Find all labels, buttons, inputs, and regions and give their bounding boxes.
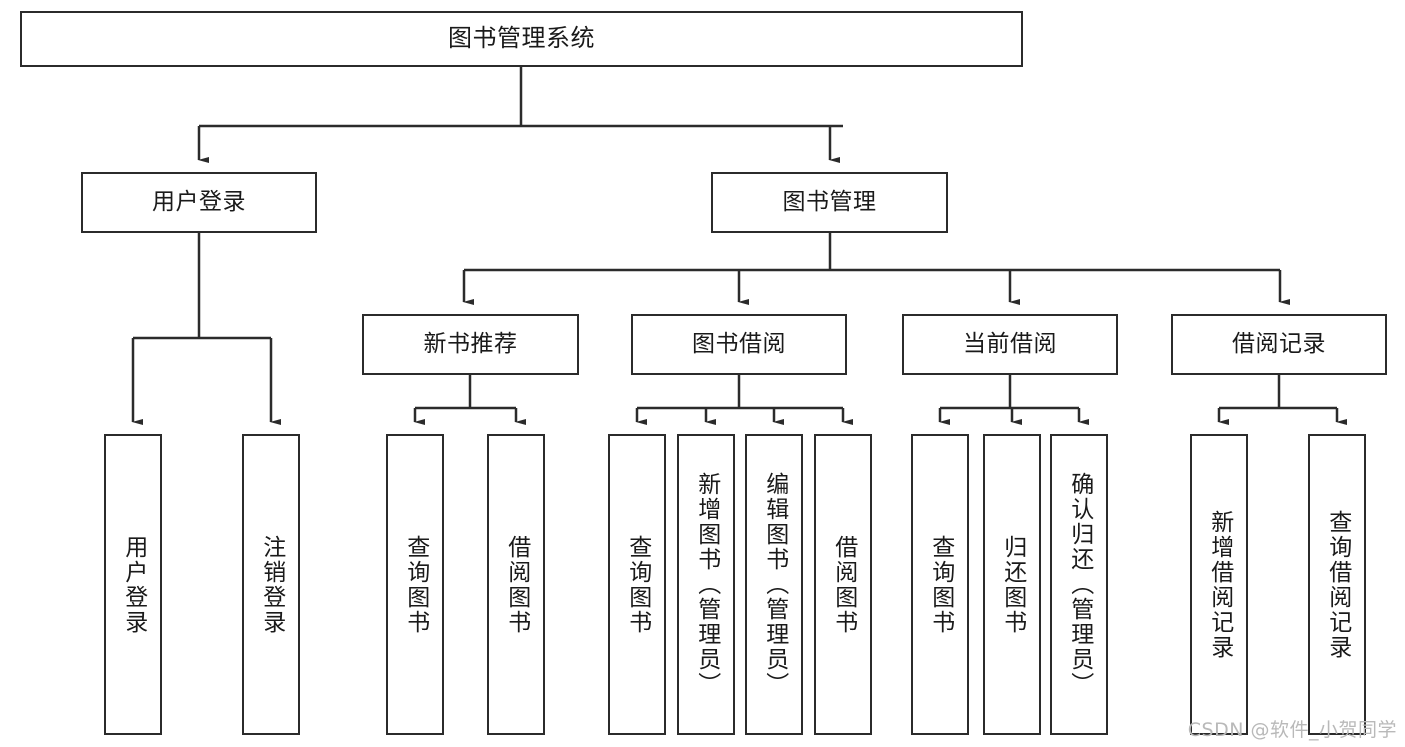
- node-user-login[interactable]: 用户登录: [81, 172, 317, 233]
- node-label: 新增图书（管理员）: [693, 472, 720, 697]
- leaf-borrow-book-newbook[interactable]: 借阅图书: [487, 434, 545, 735]
- node-label: 用户登录: [152, 189, 246, 216]
- node-label: 新增借阅记录: [1206, 509, 1233, 660]
- leaf-return-book[interactable]: 归还图书: [983, 434, 1041, 735]
- node-borrow-record[interactable]: 借阅记录: [1171, 314, 1387, 375]
- node-label: 查询图书: [927, 534, 954, 635]
- node-label: 用户登录: [120, 534, 147, 635]
- leaf-add-borrow-record[interactable]: 新增借阅记录: [1190, 434, 1248, 735]
- leaf-confirm-return-admin[interactable]: 确认归还（管理员）: [1050, 434, 1108, 735]
- leaf-user-login[interactable]: 用户登录: [104, 434, 162, 735]
- leaf-edit-book-admin[interactable]: 编辑图书（管理员）: [745, 434, 803, 735]
- node-label: 当前借阅: [963, 331, 1057, 358]
- node-label: 图书管理系统: [448, 24, 595, 53]
- csdn-watermark: CSDN @软件_小贺同学: [1187, 719, 1397, 741]
- node-label: 借阅图书: [503, 534, 530, 635]
- leaf-query-book-newbook[interactable]: 查询图书: [386, 434, 444, 735]
- node-label: 查询图书: [624, 534, 651, 635]
- node-label: 借阅图书: [830, 534, 857, 635]
- node-label: 新书推荐: [423, 331, 518, 358]
- leaf-logout[interactable]: 注销登录: [242, 434, 300, 735]
- node-current-borrow[interactable]: 当前借阅: [902, 314, 1118, 375]
- node-label: 确认归还（管理员）: [1066, 472, 1093, 697]
- node-book-management[interactable]: 图书管理: [711, 172, 948, 233]
- node-label: 借阅记录: [1232, 331, 1326, 358]
- node-label: 图书管理: [782, 189, 877, 216]
- node-book-borrow[interactable]: 图书借阅: [631, 314, 847, 375]
- node-root-system[interactable]: 图书管理系统: [20, 11, 1023, 67]
- node-label: 查询借阅记录: [1324, 509, 1351, 660]
- node-label: 归还图书: [999, 534, 1026, 635]
- leaf-borrow-book[interactable]: 借阅图书: [814, 434, 872, 735]
- node-label: 编辑图书（管理员）: [761, 472, 788, 697]
- node-label: 查询图书: [402, 534, 429, 635]
- leaf-query-borrow-record[interactable]: 查询借阅记录: [1308, 434, 1366, 735]
- leaf-query-book-current[interactable]: 查询图书: [911, 434, 969, 735]
- node-new-book-recommend[interactable]: 新书推荐: [362, 314, 579, 375]
- leaf-query-book-borrow[interactable]: 查询图书: [608, 434, 666, 735]
- node-label: 注销登录: [258, 534, 285, 635]
- leaf-add-book-admin[interactable]: 新增图书（管理员）: [677, 434, 735, 735]
- node-label: 图书借阅: [692, 331, 786, 358]
